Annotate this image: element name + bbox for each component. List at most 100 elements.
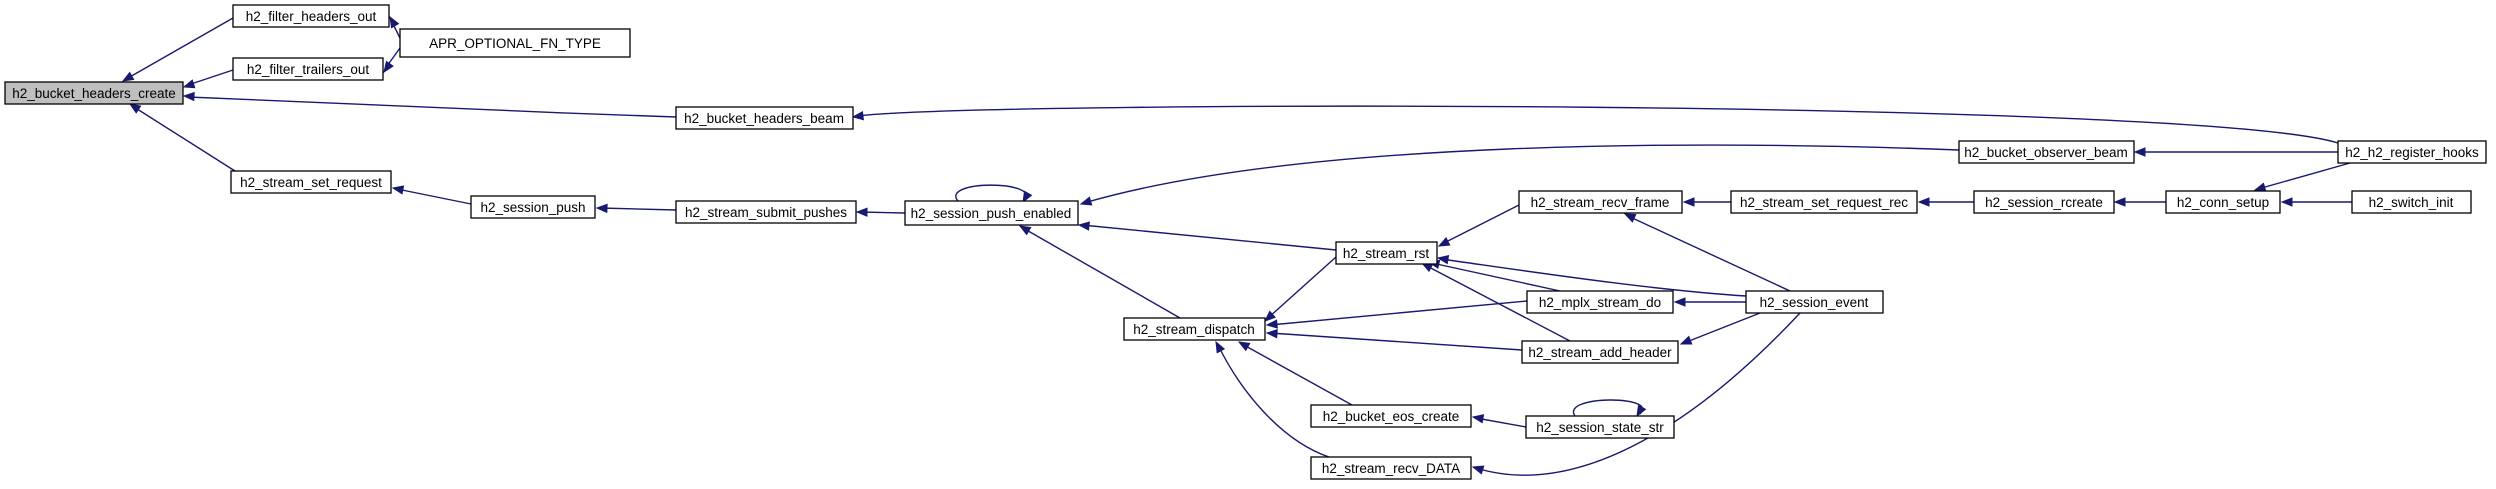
node-h2-stream-set-request[interactable]: h2_stream_set_request xyxy=(230,170,392,194)
arrowhead xyxy=(383,60,394,74)
node-box xyxy=(1958,140,2135,164)
node-h2-stream-recv-frame[interactable]: h2_stream_recv_frame xyxy=(1518,190,1683,214)
edge-headers_beam-to-create xyxy=(182,91,677,118)
arrowhead xyxy=(2133,147,2146,157)
arrowhead xyxy=(182,79,196,89)
edge-push_enabled-to-push_enabled xyxy=(955,184,1033,204)
node-label: h2_stream_add_header xyxy=(1528,345,1672,360)
arrowhead xyxy=(1265,329,1278,339)
edge-push_enabled-to-submit_pushes xyxy=(855,207,906,217)
node-label: h2_stream_submit_pushes xyxy=(685,205,847,220)
node-box xyxy=(1745,290,1884,314)
edge-recv_data-to-dispatch xyxy=(1215,340,1330,458)
arrowhead xyxy=(1022,190,1033,204)
node-h2-session-rcreate[interactable]: h2_session_rcreate xyxy=(1973,190,2115,214)
edge-state_str-to-state_str xyxy=(1572,399,1647,418)
edge-line xyxy=(1627,215,1791,292)
edge-line xyxy=(1683,312,1761,344)
node-h2-mplx-stream-do[interactable]: h2_mplx_stream_do xyxy=(1526,290,1674,314)
node-box xyxy=(1335,241,1438,265)
node-h2-stream-set-request-rec[interactable]: h2_stream_set_request_rec xyxy=(1730,190,1918,214)
node-label: h2_session_rcreate xyxy=(1985,195,2103,210)
node-box xyxy=(2351,190,2472,214)
node-label: h2_bucket_headers_create xyxy=(12,86,176,101)
node-h2-filter-headers-out[interactable]: h2_filter_headers_out xyxy=(232,4,390,28)
node-h2-bucket-headers-create[interactable]: h2_bucket_headers_create xyxy=(4,81,184,105)
edge-session_push-to-set_request xyxy=(391,185,472,205)
node-h2-session-push-enabled[interactable]: h2_session_push_enabled xyxy=(904,200,1079,226)
arrowhead xyxy=(1263,310,1276,322)
edge-line xyxy=(955,184,1028,202)
node-box xyxy=(232,57,384,81)
edge-line xyxy=(187,96,677,118)
edge-line xyxy=(1441,204,1520,245)
node-box xyxy=(470,195,596,219)
node-box xyxy=(1521,340,1679,364)
edge-mplx_do-to-dispatch xyxy=(1265,300,1528,329)
node-h2-switch-init[interactable]: h2_switch_init xyxy=(2351,190,2472,214)
arrowhead xyxy=(1018,225,1032,236)
edge-line xyxy=(1217,344,1330,458)
edge-line xyxy=(855,105,2339,144)
node-label: h2_stream_dispatch xyxy=(1133,322,1255,337)
arrowhead xyxy=(1079,196,1093,206)
node-h2-h2-register-hooks[interactable]: h2_h2_register_hooks xyxy=(2337,140,2487,164)
arrowhead xyxy=(2113,197,2126,207)
node-box xyxy=(230,170,392,194)
node-h2-stream-recv-data[interactable]: h2_stream_recv_DATA xyxy=(1310,456,1472,480)
edge-session_event-to-add_header xyxy=(1679,312,1761,345)
node-h2-bucket-observer-beam[interactable]: h2_bucket_observer_beam xyxy=(1958,140,2135,164)
node-layer: h2_bucket_headers_create h2_filter_heade… xyxy=(4,4,2487,480)
arrowhead xyxy=(1471,414,1485,424)
edge-line xyxy=(1267,256,1337,319)
node-h2-session-push[interactable]: h2_session_push xyxy=(470,195,596,219)
edge-line xyxy=(1081,224,1337,251)
arrowhead xyxy=(1436,254,1450,265)
node-box xyxy=(4,81,184,105)
node-h2-stream-add-header[interactable]: h2_stream_add_header xyxy=(1521,340,1679,364)
arrowhead xyxy=(1437,237,1451,247)
node-label: h2_bucket_headers_beam xyxy=(684,111,844,126)
edge-add_header-to-dispatch xyxy=(1265,329,1523,351)
node-label: h2_bucket_eos_create xyxy=(1323,409,1460,424)
node-label: h2_session_state_str xyxy=(1536,420,1664,435)
node-h2-stream-dispatch[interactable]: h2_stream_dispatch xyxy=(1123,317,1266,341)
edge-apr_optional-to-filter_trailers_out xyxy=(383,47,401,74)
arrowhead xyxy=(595,203,608,214)
node-h2-bucket-headers-beam[interactable]: h2_bucket_headers_beam xyxy=(675,106,854,130)
node-h2-session-state-str[interactable]: h2_session_state_str xyxy=(1525,415,1675,439)
arrowhead xyxy=(1215,340,1226,354)
node-label: h2_session_push xyxy=(480,200,585,215)
edge-line xyxy=(1083,144,1960,204)
node-label: h2_stream_recv_DATA xyxy=(1322,461,1460,476)
node-h2-conn-setup[interactable]: h2_conn_setup xyxy=(2165,190,2281,214)
edge-session_event-to-recv_data xyxy=(1471,312,1801,476)
arrowhead xyxy=(1636,404,1647,418)
edge-line xyxy=(2257,162,2351,190)
edge-set_request-to-create xyxy=(128,103,236,172)
edge-session_event-to-recv_frame xyxy=(1623,213,1791,292)
edge-line xyxy=(133,106,236,172)
node-h2-stream-rst[interactable]: h2_stream_rst xyxy=(1335,241,1438,265)
node-box xyxy=(1123,317,1266,341)
node-label: h2_h2_register_hooks xyxy=(2345,145,2479,160)
node-apr-optional-fn-type[interactable]: APR_OPTIONAL_FN_TYPE xyxy=(399,28,631,58)
edge-line xyxy=(396,188,472,205)
node-h2-filter-trailers-out[interactable]: h2_filter_trailers_out xyxy=(232,57,384,81)
arrowhead xyxy=(855,207,868,217)
node-box xyxy=(2337,140,2487,164)
node-label: h2_filter_trailers_out xyxy=(247,62,370,77)
edge-dispatch-to-push_enabled xyxy=(1018,225,1181,319)
node-label: h2_session_push_enabled xyxy=(911,206,1072,221)
node-h2-stream-submit-pushes[interactable]: h2_stream_submit_pushes xyxy=(675,200,857,224)
edge-line xyxy=(127,17,234,79)
node-h2-bucket-eos-create[interactable]: h2_bucket_eos_create xyxy=(1310,404,1472,428)
arrowhead xyxy=(128,103,142,114)
edge-set_request_rec-to-recv_frame xyxy=(1682,197,1731,207)
node-label: h2_bucket_observer_beam xyxy=(1964,145,2128,160)
edge-line xyxy=(1572,399,1644,417)
edge-line xyxy=(1241,343,1353,406)
node-h2-session-event[interactable]: h2_session_event xyxy=(1745,290,1884,314)
edge-conn_setup-to-rcreate xyxy=(2113,197,2166,207)
node-box xyxy=(1518,190,1683,214)
